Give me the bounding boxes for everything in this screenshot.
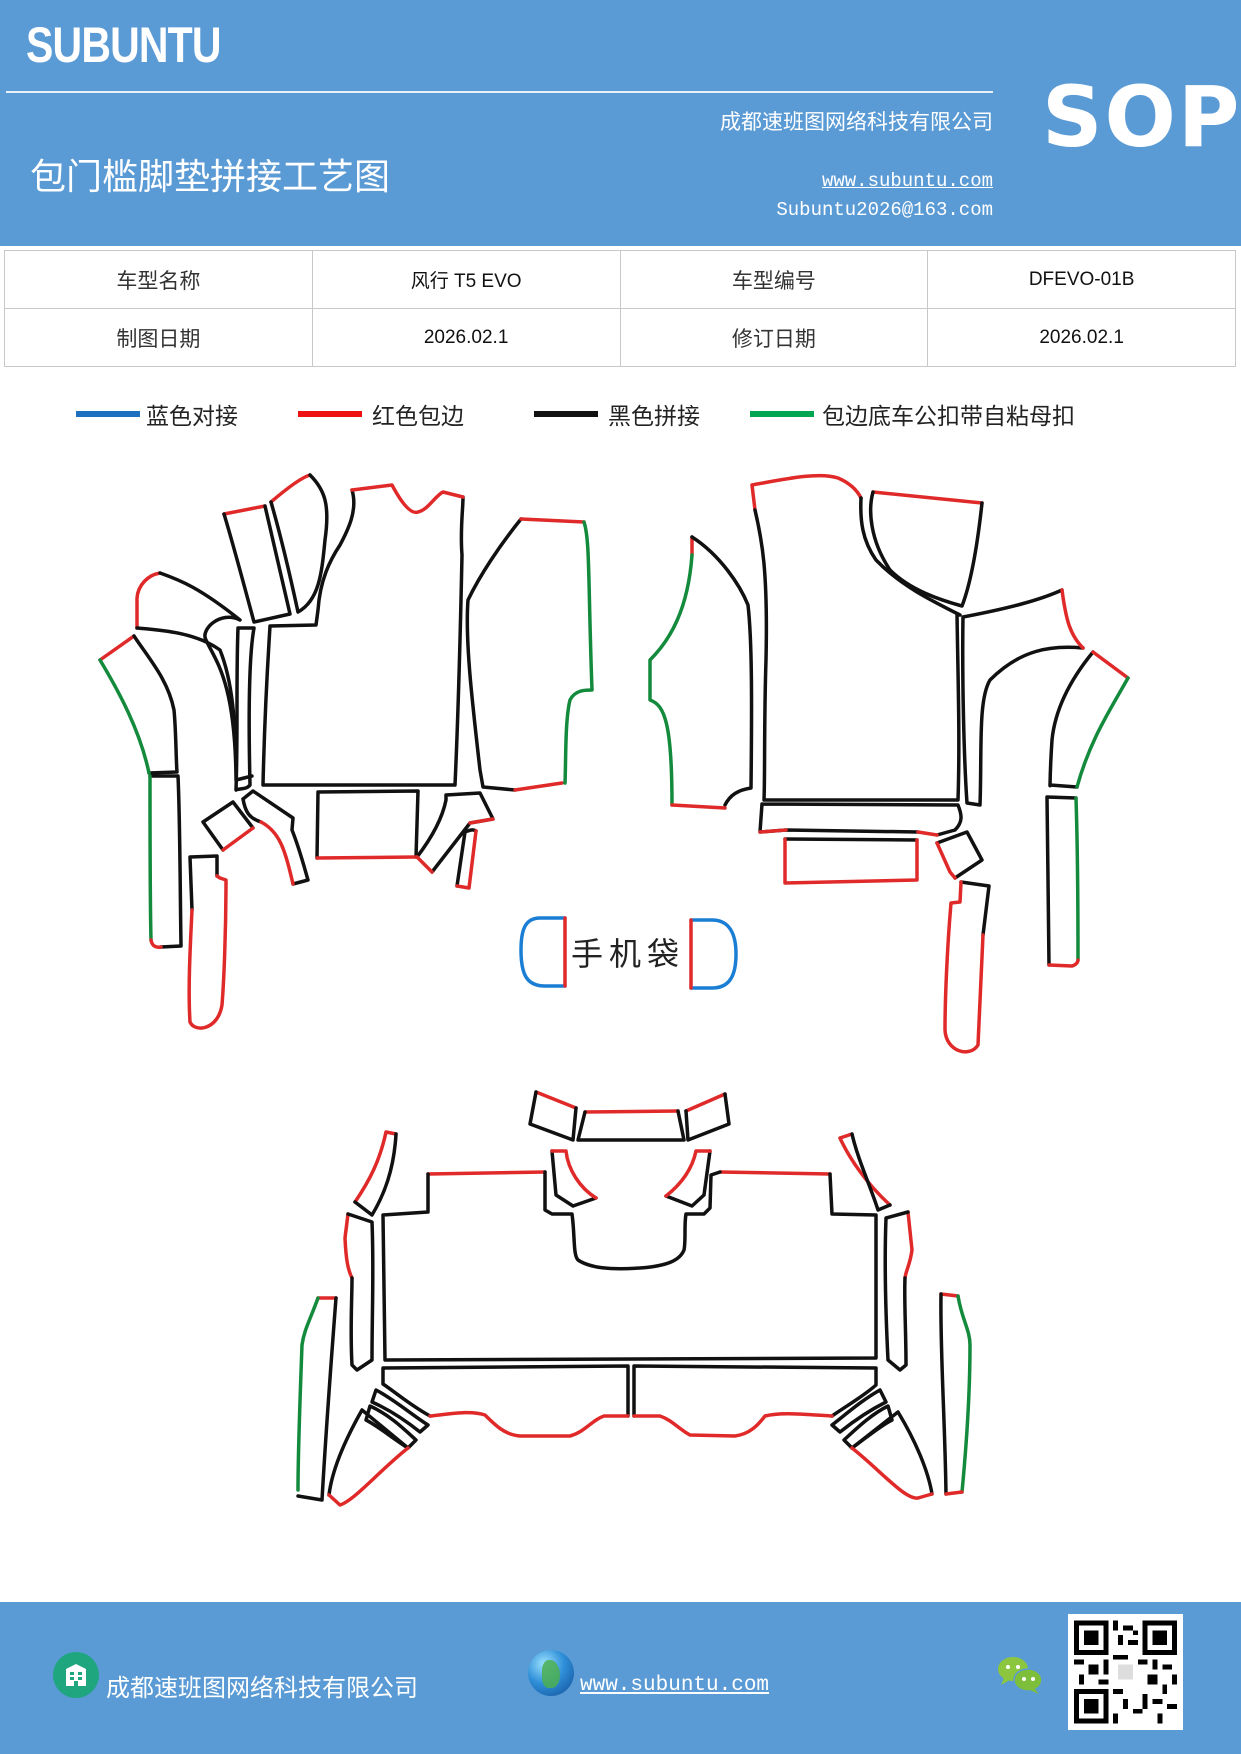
legend-label: 蓝色对接 <box>146 404 238 430</box>
legend-item-blue: 蓝色对接 <box>76 400 238 434</box>
red-line-swatch <box>298 411 362 417</box>
website-link[interactable]: www.subuntu.com <box>821 170 993 192</box>
drawing-date-label: 制图日期 <box>4 308 313 367</box>
footer-banner: 成都速班图网络科技有限公司 www.subuntu.com <box>0 1602 1241 1754</box>
revision-date-label: 修订日期 <box>619 308 929 367</box>
revision-date-value: 2026.02.1 <box>927 308 1236 367</box>
table-row: 制图日期 2026.02.1 修订日期 2026.02.1 <box>4 308 1236 367</box>
legend-item-green: 包边底车公扣带自粘母扣 <box>750 400 1075 434</box>
header-divider <box>6 91 993 93</box>
header-banner: SUBUNTU 包门槛脚垫拼接工艺图 成都速班图网络科技有限公司 www.sub… <box>0 0 1241 246</box>
legend-label: 包边底车公扣带自粘母扣 <box>822 404 1075 430</box>
black-line-swatch <box>534 411 598 417</box>
model-name-label: 车型名称 <box>4 250 313 309</box>
phone-pocket-label: 手机袋 <box>571 935 685 973</box>
qr-code[interactable] <box>1068 1614 1183 1730</box>
rear-sill-set <box>296 1090 972 1507</box>
legend-label: 黑色拼接 <box>608 404 700 430</box>
model-name-value: 风行 T5 EVO <box>311 250 621 309</box>
page-title: 包门槛脚垫拼接工艺图 <box>30 157 391 198</box>
company-name: 成都速班图网络科技有限公司 <box>720 110 993 134</box>
phone-pocket: 手机袋 <box>519 916 738 990</box>
green-line-swatch <box>750 411 814 417</box>
vehicle-info-table: 车型名称 风行 T5 EVO 车型编号 DFEVO-01B 制图日期 2026.… <box>4 250 1236 367</box>
model-code-label: 车型编号 <box>619 250 929 309</box>
wechat-icon[interactable] <box>996 1654 1044 1696</box>
blue-line-swatch <box>76 411 140 417</box>
model-code-value: DFEVO-01B <box>927 250 1236 309</box>
globe-icon <box>528 1650 574 1696</box>
footer-company-name: 成都速班图网络科技有限公司 <box>106 1674 418 1702</box>
legend-label: 红色包边 <box>372 404 464 430</box>
stitching-diagram: 手机袋 <box>98 473 1130 1507</box>
building-icon <box>53 1652 99 1698</box>
sop-badge: SOP <box>1042 68 1241 166</box>
email-address[interactable]: Subuntu2026@163.com <box>776 199 993 221</box>
left-front-door-set <box>98 473 594 1030</box>
building-glyph <box>66 1664 86 1686</box>
legend-item-black: 黑色拼接 <box>534 400 700 434</box>
qr-code-pattern <box>1074 1620 1177 1724</box>
right-front-door-set <box>648 473 1130 1054</box>
line-legend: 蓝色对接 红色包边 黑色拼接 包边底车公扣带自粘母扣 <box>0 400 1241 440</box>
table-row: 车型名称 风行 T5 EVO 车型编号 DFEVO-01B <box>4 250 1236 309</box>
drawing-date-value: 2026.02.1 <box>311 308 621 367</box>
legend-item-red: 红色包边 <box>298 400 464 434</box>
footer-website-link[interactable]: www.subuntu.com <box>580 1674 770 1697</box>
brand-logo: SUBUNTU <box>26 17 222 73</box>
